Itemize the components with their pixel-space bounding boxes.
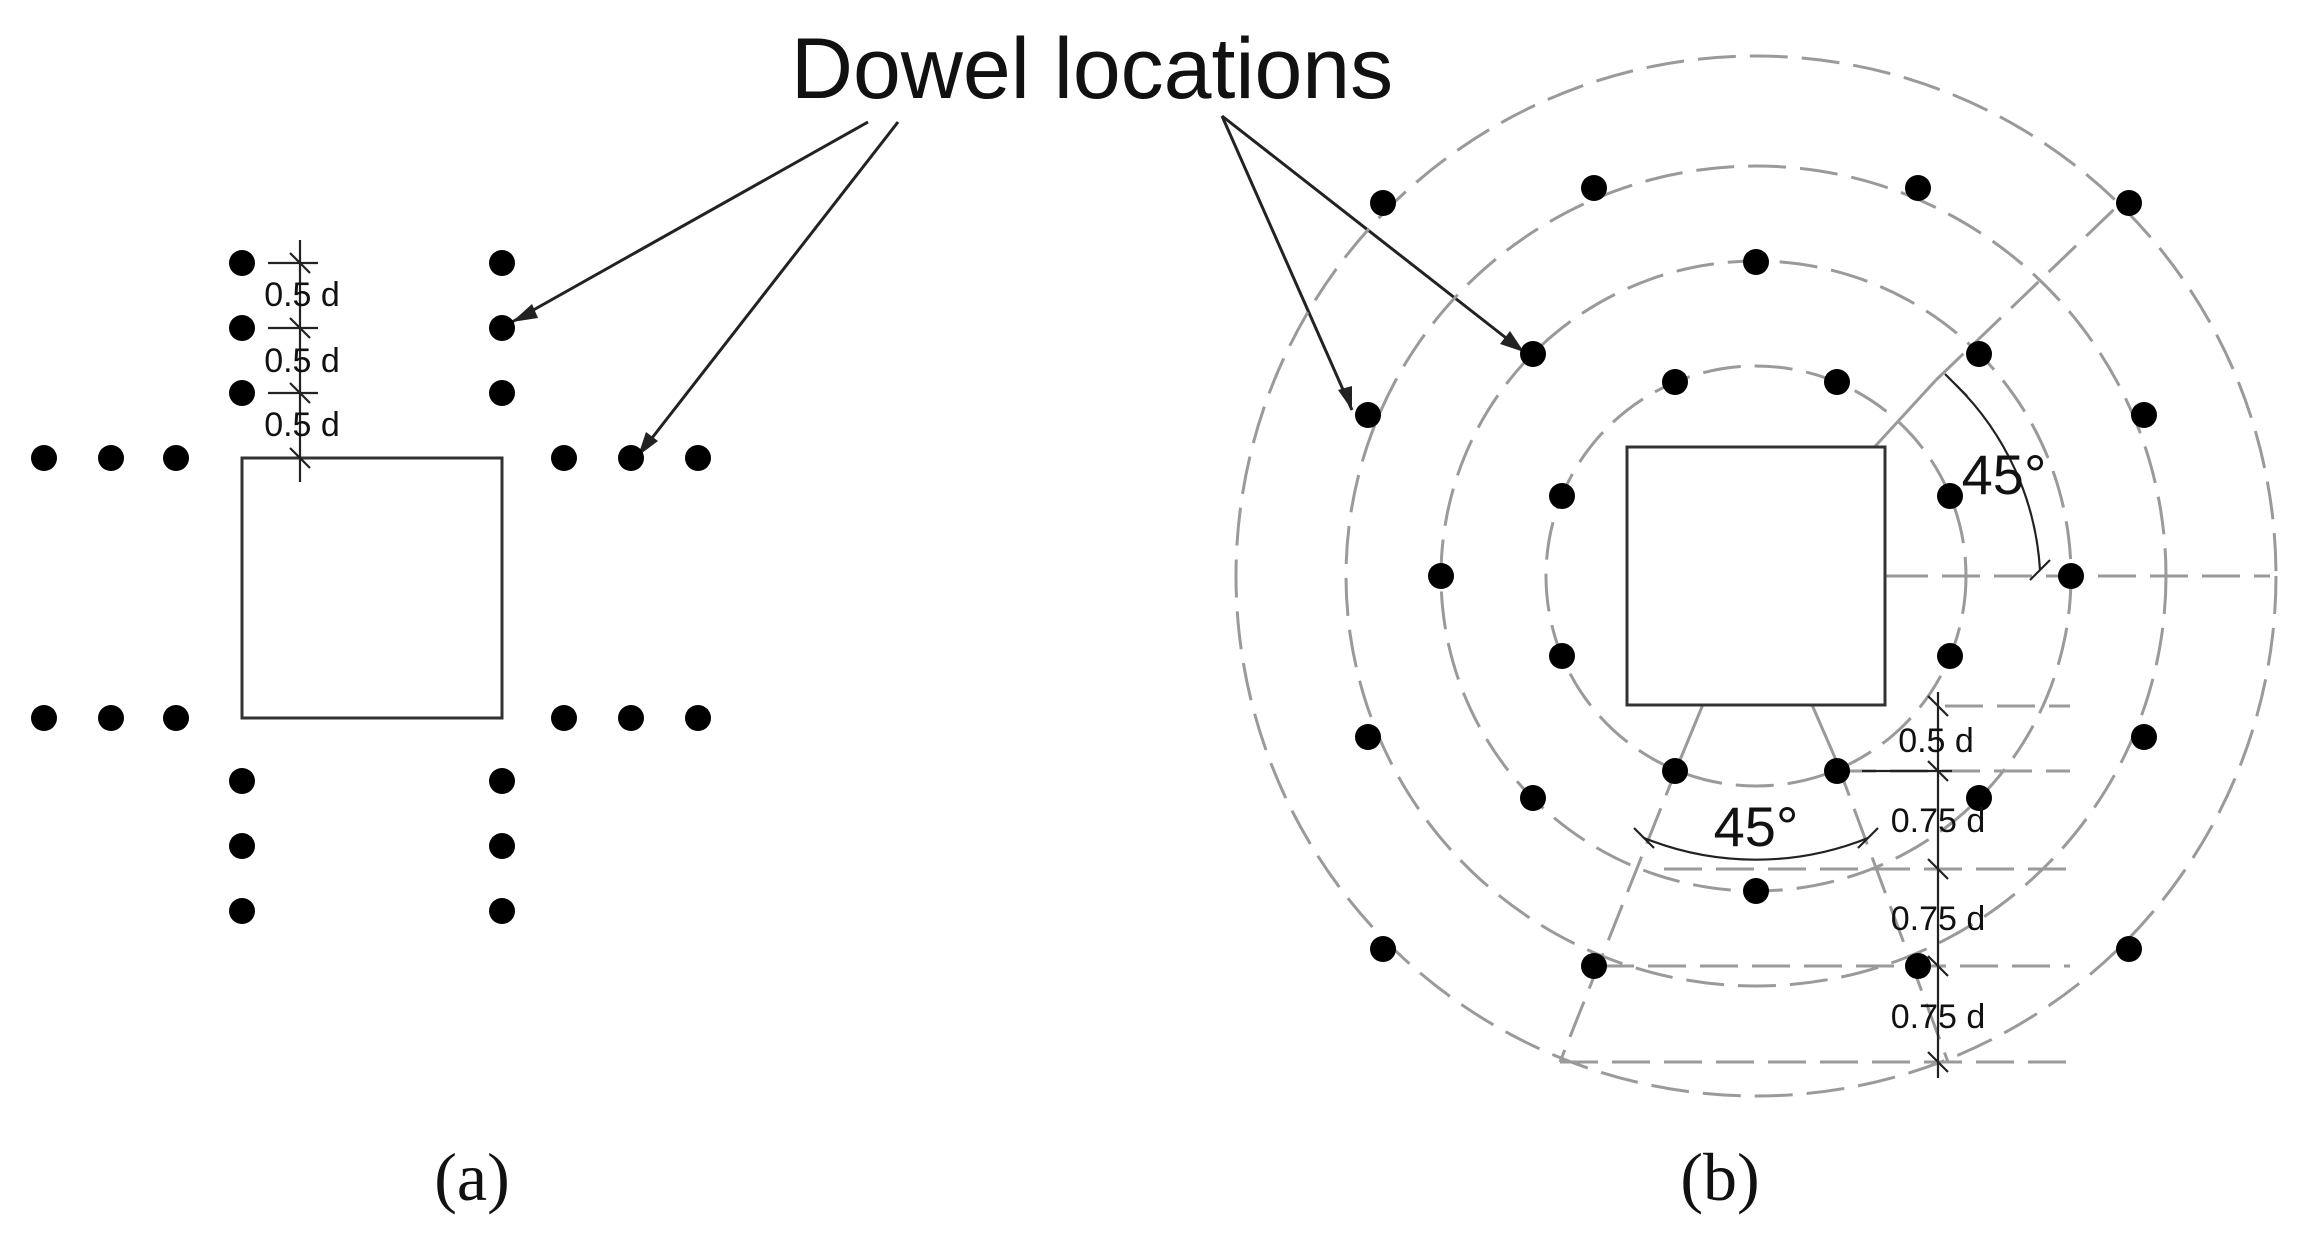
dowel [229, 768, 255, 794]
dowel [2116, 190, 2142, 216]
dowels-b [1355, 175, 2157, 979]
dowel [489, 380, 515, 406]
dowel [1905, 175, 1931, 201]
dowel [229, 250, 255, 276]
dowel [229, 315, 255, 341]
dowel [98, 445, 124, 471]
dowel [1937, 483, 1963, 509]
dowel [489, 315, 515, 341]
dowel [2131, 724, 2157, 750]
dowel [685, 705, 711, 731]
dowel [1355, 724, 1381, 750]
dowel [1743, 878, 1769, 904]
dim-label-a: 0.5 d [264, 406, 340, 444]
leader-arrows [511, 114, 1525, 457]
dowel [2058, 563, 2084, 589]
dowel [163, 705, 189, 731]
angle-label-bottom: 45° [1714, 795, 1799, 858]
dim-label-a: 0.5 d [264, 342, 340, 380]
angle-label-top: 45° [1962, 443, 2047, 506]
dowel [1824, 758, 1850, 784]
dimension-lines-a [268, 240, 318, 482]
dowel [489, 250, 515, 276]
dim-label-a: 0.5 d [264, 276, 340, 314]
dowel [1370, 190, 1396, 216]
dowel [1905, 953, 1931, 979]
dowel [618, 705, 644, 731]
dowel [489, 768, 515, 794]
dowel [1662, 369, 1688, 395]
dowel [551, 705, 577, 731]
dowel [1370, 936, 1396, 962]
dimension-lines-b [1633, 373, 2051, 1078]
dowel [489, 898, 515, 924]
dowel [1662, 758, 1688, 784]
dowel [229, 898, 255, 924]
dowel [1824, 369, 1850, 395]
dowel [1581, 953, 1607, 979]
dowel [1549, 483, 1575, 509]
dowel [1966, 785, 1992, 811]
dowel [618, 445, 644, 471]
dowel [1937, 643, 1963, 669]
dowel [2131, 402, 2157, 428]
dowel-locations-label: Dowel locations [791, 21, 1393, 117]
dowel [98, 705, 124, 731]
dowel [685, 445, 711, 471]
dim-label-b: 0.75 d [1891, 998, 1986, 1036]
column-b [1625, 445, 1887, 707]
dowel [229, 833, 255, 859]
dowel [2116, 936, 2142, 962]
dowel [163, 445, 189, 471]
column-a [240, 456, 504, 720]
dim-label-b: 0.75 d [1891, 900, 1986, 938]
panel-label-b: (b) [1680, 1139, 1759, 1215]
dowel [1520, 785, 1546, 811]
dowel [229, 380, 255, 406]
dowel [1355, 402, 1381, 428]
panel-b: 45° 45° 0.5 d 0.75 d 0.75 d 0.75 d (b) [1234, 54, 2278, 1215]
dowel [489, 833, 515, 859]
dowel [1520, 341, 1546, 367]
panel-a: 0.5 d 0.5 d 0.5 d (a) [31, 240, 711, 1215]
dowel [1966, 341, 1992, 367]
dowel [1428, 563, 1454, 589]
panel-label-a: (a) [434, 1139, 509, 1215]
dim-label-b: 0.75 d [1891, 802, 1986, 840]
dowels-a [31, 250, 711, 924]
dowel [31, 705, 57, 731]
dim-label-b: 0.5 d [1898, 722, 1974, 760]
dowel [31, 445, 57, 471]
dowel [1581, 175, 1607, 201]
dowel [1549, 643, 1575, 669]
dowel [551, 445, 577, 471]
dowel [1743, 249, 1769, 275]
